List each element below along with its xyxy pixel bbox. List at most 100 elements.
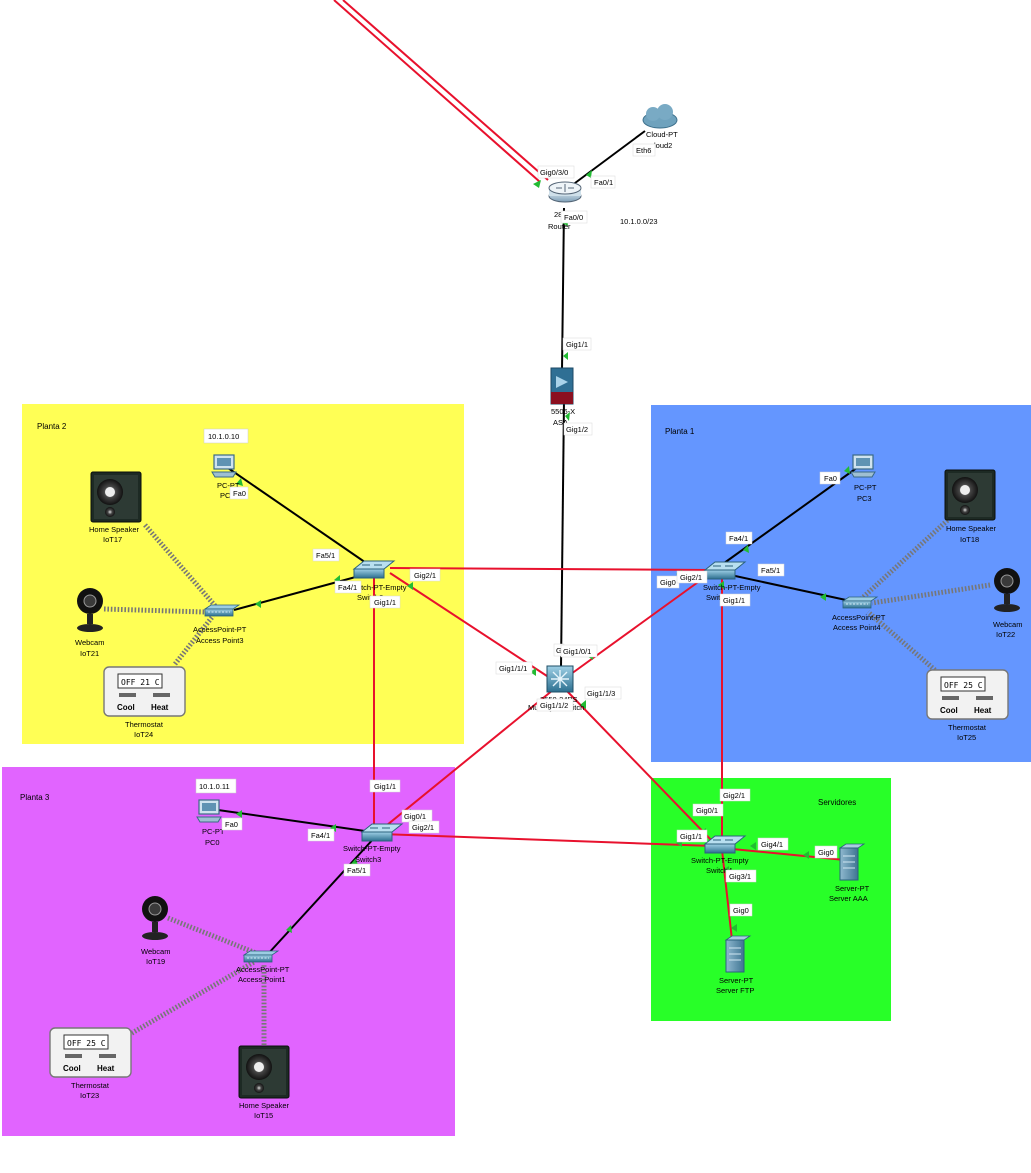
pc-icon[interactable]: PC-PT PC2 <box>211 454 240 500</box>
device-model: Server-PT <box>835 884 870 893</box>
port-label: Gig0/3/0 <box>537 165 575 179</box>
device-name: Router <box>548 222 571 231</box>
webcam-icon[interactable]: Webcam IoT22 <box>993 568 1022 639</box>
svg-text:Gig1/1: Gig1/1 <box>680 832 702 841</box>
device-model: Home Speaker <box>239 1101 290 1110</box>
firewall-icon[interactable]: 5506-X ASA <box>550 367 575 427</box>
device-model: AccessPoint-PT <box>832 613 886 622</box>
port-label: Gig3/1 <box>725 869 757 883</box>
device-model: PC-PT <box>854 483 877 492</box>
switch-icon[interactable]: Switch-PT-Empty Switch4 <box>691 835 749 875</box>
switch-icon[interactable]: Switch-PT-Empty Switch3 <box>343 823 404 864</box>
device-name: IoT24 <box>134 730 153 739</box>
server-icon[interactable]: Server-PT Server FTP <box>716 935 754 995</box>
port-label: Eth6 <box>632 143 656 157</box>
svg-text:Fa4/1: Fa4/1 <box>338 583 357 592</box>
thermostat-icon[interactable]: OFF 25 C Cool Heat Thermostat IoT23 <box>49 1027 132 1100</box>
svg-text:Gig2/1: Gig2/1 <box>723 791 745 800</box>
svg-text:Fa5/1: Fa5/1 <box>761 566 780 575</box>
port-label: Gig1/2 <box>563 422 593 436</box>
device-name: IoT23 <box>80 1091 99 1100</box>
port-label: Fa5/1 <box>757 563 785 577</box>
device-name: Access Point1 <box>238 975 286 984</box>
device-name: Server AAA <box>829 894 868 903</box>
svg-text:G: G <box>556 646 562 655</box>
port-label: Fa0/0 <box>560 210 588 224</box>
device-name: Switch1 <box>706 593 732 602</box>
svg-text:Eth6: Eth6 <box>636 146 651 155</box>
svg-text:Gig1/2: Gig1/2 <box>566 425 588 434</box>
port-label: Gig1/1/3 <box>584 686 622 700</box>
svg-text:Gig0: Gig0 <box>818 848 834 857</box>
port-label: Fa0/1 <box>590 175 616 189</box>
zone-title: Planta 2 <box>37 422 67 431</box>
home-speaker-icon[interactable]: Home Speaker IoT15 <box>238 1045 290 1120</box>
home-speaker-icon[interactable]: Home Speaker IoT18 <box>944 469 997 544</box>
port-label: Fa4/1 <box>307 828 335 842</box>
router-icon[interactable]: 28 Router <box>548 181 582 231</box>
port-label: Gig0/1 <box>692 803 724 817</box>
thermostat-display: OFF 25 C <box>67 1039 106 1048</box>
svg-text:10.1.0.11: 10.1.0.11 <box>199 782 230 791</box>
port-label: Gig2/1 <box>719 788 751 802</box>
port-label: Gig0/1 <box>401 809 433 823</box>
device-model: PC-PT <box>217 481 240 490</box>
svg-text:Fa0: Fa0 <box>225 820 238 829</box>
svg-text:Fa4/1: Fa4/1 <box>729 534 748 543</box>
server-icon[interactable]: Server-PT Server AAA <box>829 843 870 903</box>
home-speaker-icon[interactable]: Home Speaker IoT17 <box>89 471 142 544</box>
port-label: Gig1/1 <box>562 337 592 351</box>
ip-label: 10.1.0.11 <box>195 778 237 794</box>
access-point-icon[interactable]: AccessPoint-PT Access Point4 <box>832 596 886 632</box>
zone-title: Planta 3 <box>20 793 50 802</box>
port-label: Gig1/1 <box>369 595 401 609</box>
device-model: Cloud-PT <box>646 130 678 139</box>
svg-text:Gig2/1: Gig2/1 <box>414 571 436 580</box>
thermostat-icon[interactable]: OFF 25 C Cool Heat Thermostat IoT25 <box>926 669 1009 742</box>
device-name: IoT22 <box>996 630 1015 639</box>
cool-label: Cool <box>940 706 958 715</box>
port-label: Gig4/1 <box>757 837 789 851</box>
pc-icon[interactable]: PC-PT PC0 <box>196 799 225 847</box>
svg-text:Fa0: Fa0 <box>233 489 246 498</box>
device-name: Switch4 <box>706 866 732 875</box>
device-model: PC-PT <box>202 827 225 836</box>
device-name: IoT25 <box>957 733 976 742</box>
thermostat-icon[interactable]: OFF 21 C Cool Heat Thermostat IoT24 <box>103 666 186 739</box>
webcam-icon[interactable]: Webcam IoT21 <box>75 588 104 658</box>
cloud-icon[interactable]: Cloud-PT loud2 <box>642 104 678 150</box>
device-name: Switch3 <box>355 855 381 864</box>
svg-text:Gig2/1: Gig2/1 <box>412 823 434 832</box>
svg-text:Gig3/1: Gig3/1 <box>729 872 751 881</box>
device-name: IoT21 <box>80 649 99 658</box>
access-point-icon[interactable]: AccessPoint-PT Access Point1 <box>236 950 290 984</box>
switch-icon[interactable]: Switch-PT-Empty Switch1 <box>703 561 761 602</box>
device-model: Switch-PT-Empty <box>691 856 749 865</box>
svg-text:Fa0/0: Fa0/0 <box>564 213 583 222</box>
port-label: Gig0 <box>656 575 680 589</box>
device-model: AccessPoint-PT <box>193 625 247 634</box>
webcam-icon[interactable]: Webcam IoT19 <box>141 896 170 966</box>
pc-icon[interactable]: PC-PT PC3 <box>850 454 877 503</box>
svg-text:Fa5/1: Fa5/1 <box>316 551 335 560</box>
svg-text:Gig0: Gig0 <box>660 578 676 587</box>
svg-text:Gig1/1: Gig1/1 <box>374 782 396 791</box>
svg-text:Gig0/3/0: Gig0/3/0 <box>540 168 568 177</box>
access-point-icon[interactable]: AccessPoint-PT Access Point3 <box>193 604 247 645</box>
device-model: Webcam <box>141 947 170 956</box>
device-model: Home Speaker <box>946 524 997 533</box>
network-label: 10.1.0.0/23 <box>617 214 663 228</box>
port-label: Gig1/1/2 <box>536 698 574 712</box>
port-label: Fa5/1 <box>343 863 371 877</box>
cool-label: Cool <box>117 703 135 712</box>
wireless-links <box>103 516 991 1045</box>
device-name: PC2 <box>220 491 235 500</box>
device-model: Switch-PT-Empty <box>703 583 761 592</box>
svg-text:Gig1/1: Gig1/1 <box>374 598 396 607</box>
device-name: PC0 <box>205 838 220 847</box>
device-model: Webcam <box>993 620 1022 629</box>
port-label: Fa0 <box>221 817 243 831</box>
device-model: 5506-X <box>551 407 575 416</box>
thermostat-display: OFF 25 C <box>944 681 983 690</box>
